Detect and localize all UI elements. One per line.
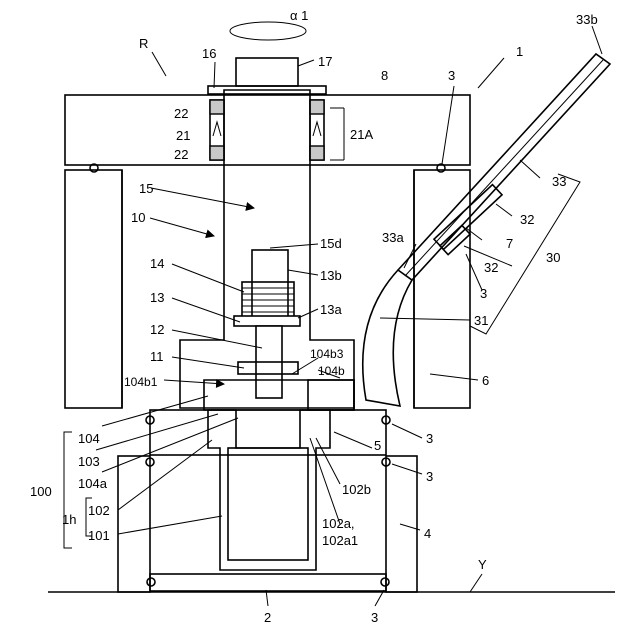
plate-13a [234, 316, 300, 326]
label-104: 104 [78, 431, 100, 446]
label-3-mid: 3 [480, 286, 487, 301]
label-alpha: α 1 [290, 8, 308, 23]
label-103: 103 [78, 454, 100, 469]
label-31: 31 [474, 313, 488, 328]
label-101: 101 [88, 528, 110, 543]
lower-column-left [118, 456, 150, 592]
base-plate [150, 574, 386, 591]
label-17: 17 [318, 54, 332, 69]
label-3-bottom: 3 [371, 610, 378, 625]
label-21: 21 [176, 128, 190, 143]
label-102: 102 [88, 503, 110, 518]
chute-arm-33 [398, 54, 610, 280]
label-14: 14 [150, 256, 164, 271]
label-1: 1 [516, 44, 523, 59]
label-100: 100 [30, 484, 52, 499]
label-21A: 21A [350, 127, 373, 142]
label-6: 6 [482, 373, 489, 388]
label-30: 30 [546, 250, 560, 265]
frame-right [414, 170, 470, 408]
label-104a: 104a [78, 476, 108, 491]
label-8: 8 [381, 68, 388, 83]
outer-102 [208, 410, 330, 570]
top-beam [65, 95, 470, 165]
label-R: R [139, 36, 148, 51]
label-102a: 102a, [322, 516, 355, 531]
label-32-a: 32 [520, 212, 534, 227]
label-1h: 1h [62, 512, 76, 527]
label-32-b: 32 [484, 260, 498, 275]
label-4: 4 [424, 526, 431, 541]
rotation-arrow [230, 22, 306, 40]
label-104b1: 104b1 [124, 375, 158, 389]
label-15: 15 [139, 181, 153, 196]
label-Y: Y [478, 557, 487, 572]
top-cap-17 [236, 58, 298, 86]
label-2: 2 [264, 610, 271, 625]
label-102a1: 102a1 [322, 533, 358, 548]
label-22-b: 22 [174, 147, 188, 162]
label-102b: 102b [342, 482, 371, 497]
chute-31 [363, 270, 412, 406]
label-104b3: 104b3 [310, 347, 344, 361]
roller-base-right [381, 578, 389, 586]
roller-base-left [147, 578, 155, 586]
label-13a: 13a [320, 302, 342, 317]
label-3-top: 3 [448, 68, 455, 83]
label-33a: 33a [382, 230, 404, 245]
label-15d: 15d [320, 236, 342, 251]
label-3-low: 3 [426, 469, 433, 484]
label-33b: 33b [576, 12, 598, 27]
label-7: 7 [506, 236, 513, 251]
label-5: 5 [374, 438, 381, 453]
label-22-a: 22 [174, 106, 188, 121]
label-16: 16 [202, 46, 216, 61]
piston-15d [252, 250, 288, 320]
clamp-104b [308, 380, 354, 410]
label-13b: 13b [320, 268, 342, 283]
label-10: 10 [131, 210, 145, 225]
body-101 [228, 448, 308, 560]
label-3-right: 3 [426, 431, 433, 446]
label-11: 11 [150, 349, 164, 364]
label-33: 33 [552, 174, 566, 189]
label-12: 12 [150, 322, 164, 337]
label-13: 13 [150, 290, 164, 305]
label-104b: 104b [318, 364, 345, 378]
frame-left [65, 170, 122, 408]
